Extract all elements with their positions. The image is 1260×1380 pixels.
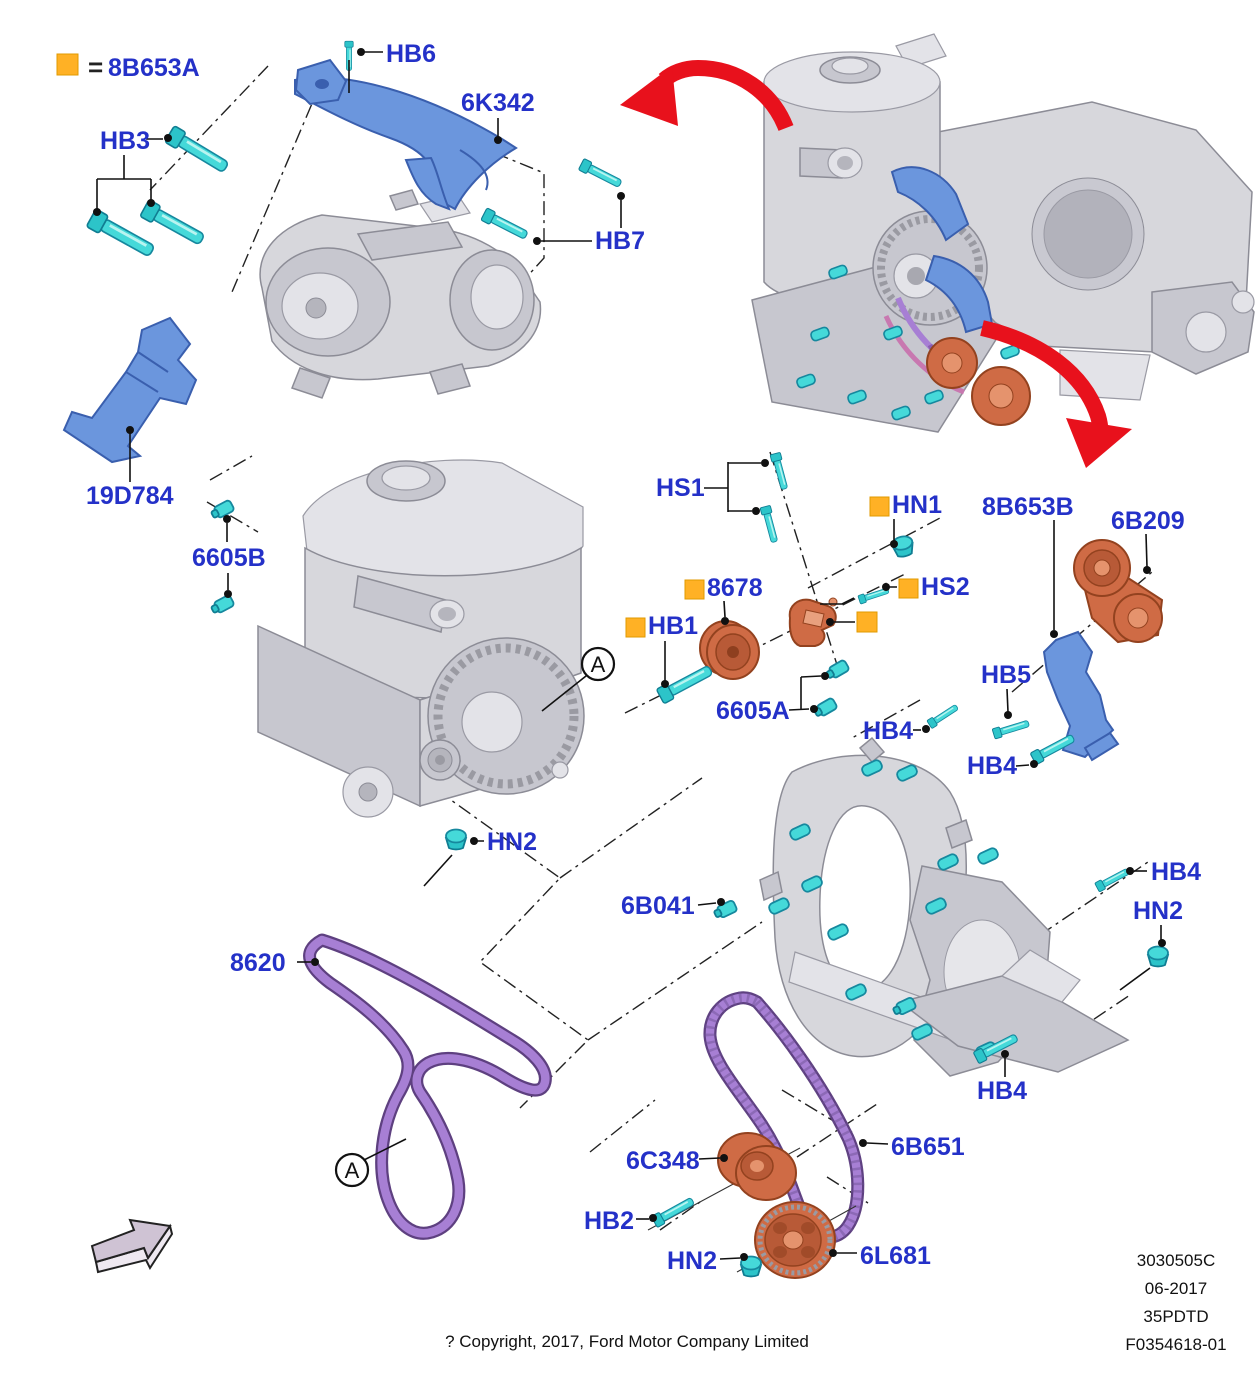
callout-label-6b209[interactable]: 6B209 (1111, 507, 1185, 535)
callout-6b209: 6B209 (1111, 507, 1185, 574)
callout-label-hb6[interactable]: HB6 (386, 40, 436, 68)
callout-19d784: 19D784 (86, 426, 174, 510)
callout-hb4-b: HB4 (967, 752, 1038, 780)
callout-hb4-c: HB4 (1126, 858, 1201, 886)
bracket-19d784 (62, 316, 198, 464)
view-a-circle[interactable] (334, 1152, 370, 1188)
callout-label-hb1[interactable]: HB1 (648, 612, 698, 640)
callout-label-hb4-c[interactable]: HB4 (1151, 858, 1201, 886)
callout-label-hn1[interactable]: HN1 (892, 491, 942, 519)
callout-6b651: 6B651 (859, 1133, 965, 1161)
crank-sprocket-6l681 (736, 1201, 857, 1279)
callout-label-8678[interactable]: 8678 (707, 574, 763, 602)
red-arrow-in (620, 59, 794, 132)
callout-label-6605a[interactable]: 6605A (716, 697, 790, 725)
callout-hb3: HB3 (93, 127, 172, 216)
red-arrow-out (980, 320, 1132, 468)
callout-label-8b653b[interactable]: 8B653B (982, 493, 1074, 521)
bracket-8b653b (1042, 630, 1120, 762)
callout-6b041: 6B041 (621, 892, 725, 920)
ac-compressor (259, 189, 542, 399)
callout-label-hb3[interactable]: HB3 (100, 127, 150, 155)
mount-bracket-8678 (788, 597, 838, 647)
orange-square-icon (869, 496, 890, 517)
callout-label-hb4-a[interactable]: HB4 (863, 717, 913, 745)
callout-label-hb2[interactable]: HB2 (584, 1207, 634, 1235)
callout-label-8620[interactable]: 8620 (230, 949, 286, 977)
bracket-6k342 (294, 58, 518, 211)
callout-8b653b: 8B653B (982, 493, 1074, 638)
callout-label-6c348[interactable]: 6C348 (626, 1147, 700, 1175)
callout-label-hn2-b[interactable]: HN2 (1133, 897, 1183, 925)
footer-date: 06-2017 (1145, 1279, 1207, 1298)
callout-label-hb4-b[interactable]: HB4 (967, 752, 1017, 780)
callout-hb1: HB1 (625, 612, 698, 688)
callout-6605b: 6605B (192, 515, 266, 598)
callout-hb5: HB5 (981, 661, 1031, 719)
view-a-letter: A (591, 652, 606, 677)
view-marker-a-1: A (541, 646, 616, 712)
orange-square-icon (684, 579, 705, 600)
callout-hb4-d: HB4 (977, 1050, 1027, 1105)
callout-label-hn2-c[interactable]: HN2 (667, 1247, 717, 1275)
footer-doc-number: 3030505C (1137, 1251, 1215, 1270)
timing-belt-6b651 (703, 991, 865, 1244)
orange-square-icon (856, 611, 878, 633)
nut-hn2-b (1147, 945, 1169, 968)
serpentine-belt-8620 (303, 933, 552, 1240)
callout-label-6605b[interactable]: 6605B (192, 544, 266, 572)
callout-label-hs1[interactable]: HS1 (656, 474, 705, 502)
callout-label-hb5[interactable]: HB5 (981, 661, 1031, 689)
callout-hn2-b: HN2 (1119, 897, 1183, 991)
callout-label-19d784[interactable]: 19D784 (86, 482, 174, 510)
callout-6k342: 6K342 (461, 89, 535, 144)
callout-hn2-c: HN2 (667, 1247, 748, 1275)
orange-square-icon (56, 53, 79, 76)
alternator (419, 637, 585, 795)
callout-hs1: HS1 (656, 459, 769, 515)
callout-label-hn2-a[interactable]: HN2 (487, 828, 537, 856)
callout-orange-square (826, 611, 878, 633)
callout-label-6b651[interactable]: 6B651 (891, 1133, 965, 1161)
tensioner-6b209 (1073, 539, 1164, 644)
footer-model: 35PDTD (1143, 1307, 1208, 1326)
idler-pulley-8678 (699, 620, 760, 680)
callout-label-6b041[interactable]: 6B041 (621, 892, 695, 920)
callout-6c348: 6C348 (626, 1147, 728, 1175)
callout-label-hb7[interactable]: HB7 (595, 227, 645, 255)
callout-hb7: HB7 (533, 192, 645, 255)
callout-label-hs2[interactable]: HS2 (921, 573, 970, 601)
direction-arrow-icon (90, 1218, 174, 1274)
legend-part-label[interactable]: 8B653A (108, 54, 200, 82)
power-steering-pump (257, 459, 585, 818)
callout-8620: 8620 (230, 949, 319, 977)
idler-pulley-6c348 (647, 1132, 801, 1231)
callout-label-hb4-d[interactable]: HB4 (977, 1077, 1027, 1105)
legend: = 8B653A (56, 52, 200, 82)
callout-hn1: HN1 (869, 491, 942, 548)
callout-label-6l681[interactable]: 6L681 (860, 1242, 931, 1270)
view-marker-a-2: A (334, 1138, 407, 1188)
footer: ? Copyright, 2017, Ford Motor Company Li… (445, 1251, 1226, 1354)
callout-label-6k342[interactable]: 6K342 (461, 89, 535, 117)
orange-square-icon (625, 617, 646, 638)
callout-6605a: 6605A (716, 672, 829, 725)
callout-hn2-a: HN2 (423, 828, 537, 887)
callout-hs2: HS2 (820, 573, 970, 605)
timing-cover-rear (766, 757, 1130, 1077)
callout-hb6: HB6 (348, 40, 436, 93)
nut-hn2-a (445, 828, 467, 851)
callout-6l681: 6L681 (829, 1242, 931, 1270)
footer-figure: F0354618-01 (1125, 1335, 1226, 1354)
view-a-circle[interactable] (580, 646, 616, 682)
callout-hb4-a: HB4 (863, 717, 930, 745)
view-a-letter: A (345, 1158, 360, 1183)
legend-equals: = (88, 52, 103, 82)
callout-8678: 8678 (684, 574, 763, 625)
orange-square-icon (898, 578, 919, 599)
footer-copyright: ? Copyright, 2017, Ford Motor Company Li… (445, 1332, 809, 1351)
engine-assembled-view (751, 33, 1255, 433)
callout-hb2: HB2 (584, 1207, 657, 1235)
